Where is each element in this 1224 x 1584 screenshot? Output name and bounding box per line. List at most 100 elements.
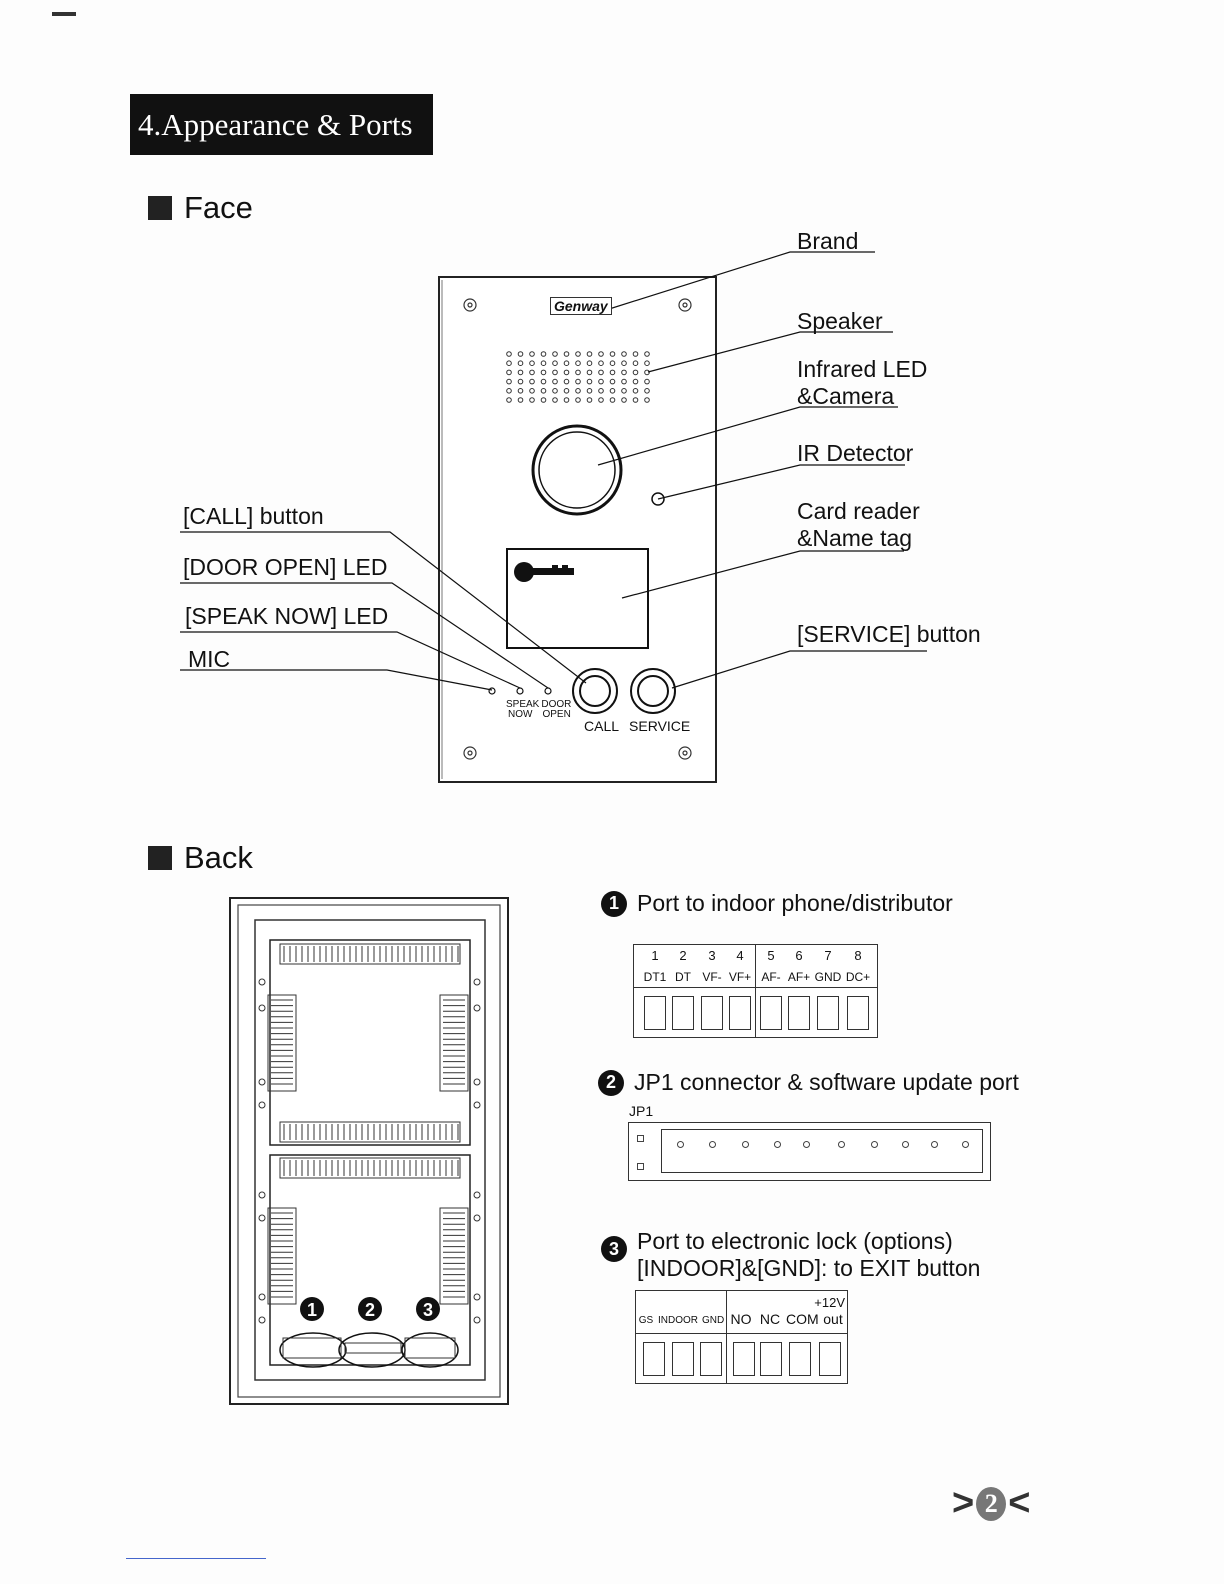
button-labels: CALL SERVICE (584, 718, 690, 734)
call-label: CALL (584, 718, 620, 734)
port1-pin-number: 3 (708, 948, 716, 963)
port1-terminal-slot (672, 996, 694, 1030)
jp1-pin (742, 1141, 749, 1148)
callout-brand: Brand (797, 228, 859, 254)
marker-3-icon (416, 1297, 440, 1321)
jp1-pin (931, 1141, 938, 1148)
marker-2-icon (358, 1297, 382, 1321)
port1-pin-name: DT (675, 970, 691, 984)
lower-board (269, 1154, 471, 1366)
port3-pin-name: NO (730, 1311, 752, 1327)
jp1-connector (628, 1122, 991, 1181)
brand-logo: Genway (550, 297, 612, 315)
port1-title: 1 Port to indoor phone/distributor (601, 890, 953, 917)
port3-pin-name: NC (759, 1311, 781, 1327)
callout-speak-now-led: [SPEAK NOW] LED (185, 603, 389, 629)
port3-terminal-slot (789, 1342, 811, 1376)
port1-pin-number: 4 (736, 948, 744, 963)
section-title: 4.Appearance & Ports (130, 94, 433, 155)
side-screw-icons (258, 978, 481, 1324)
port3-title: 3 Port to electronic lock (options) [IND… (601, 1228, 980, 1282)
key-icon (514, 562, 574, 582)
jp1-pin (838, 1141, 845, 1148)
jp1-pin (774, 1141, 781, 1148)
callout-service-button: [SERVICE] button (797, 621, 981, 647)
marker-2-label: 2 (365, 1300, 375, 1320)
port1-pin-name: VF- (702, 970, 722, 984)
port1-pin-number: 7 (824, 948, 832, 963)
callout-card-reader: Card reader &Name tag (797, 498, 920, 551)
marker-1-label: 1 (307, 1300, 317, 1320)
jp1-pin (677, 1141, 684, 1148)
port1-pin-number: 2 (679, 948, 687, 963)
port1-terminal-slot (788, 996, 810, 1030)
port3-terminal-slot (733, 1342, 755, 1376)
back-heading: Back (148, 840, 253, 876)
port3-terminal-slot (819, 1342, 841, 1376)
port1-pin-number: 6 (795, 948, 803, 963)
port3-highlight (401, 1332, 459, 1368)
jp1-pin (709, 1141, 716, 1148)
port1-pin-name: DC+ (845, 970, 871, 984)
scan-line (126, 1558, 266, 1559)
screw-icons (463, 298, 692, 760)
marker-1-icon (300, 1297, 324, 1321)
port3-pin-name: COM (786, 1311, 819, 1327)
chevron-right-icon: > (952, 1482, 975, 1524)
port1-terminal-slot (847, 996, 869, 1030)
port1-terminal-slot (644, 996, 666, 1030)
marker-3-label: 3 (423, 1300, 433, 1320)
page-number: 2 (976, 1486, 1007, 1521)
port1-pin-name: GND (814, 970, 842, 984)
page-number-badge: > 2 < (952, 1482, 1030, 1525)
jp1-pin (902, 1141, 909, 1148)
callout-call-button: [CALL] button (183, 503, 324, 529)
camera-icon (531, 424, 623, 516)
port1-terminal-slot (817, 996, 839, 1030)
port1-pin-number: 5 (767, 948, 775, 963)
plus-12v-label: +12V (814, 1295, 845, 1310)
port3-terminal-slot (643, 1342, 665, 1376)
port2-title: 2 JP1 connector & software update port (598, 1069, 1019, 1096)
port1-pin-number: 8 (854, 948, 862, 963)
chevron-left-icon: < (1008, 1482, 1031, 1524)
callout-door-open-led: [DOOR OPEN] LED (183, 554, 388, 580)
port3-terminal-slot (700, 1342, 722, 1376)
service-label: SERVICE (629, 718, 691, 734)
jp1-pin (871, 1141, 878, 1148)
jp1-pin (803, 1141, 810, 1148)
callout-ir-detector: IR Detector (797, 440, 914, 466)
callout-mic: MIC (188, 646, 231, 672)
port3-terminal-slot (760, 1342, 782, 1376)
port1-highlight (279, 1332, 347, 1368)
port1-pin-name: AF- (761, 970, 781, 984)
jp1-label: JP1 (629, 1103, 654, 1119)
port1-terminal-slot (729, 996, 751, 1030)
jp1-pin (962, 1141, 969, 1148)
scan-mark (52, 12, 76, 16)
port1-terminal-slot (760, 996, 782, 1030)
leader-lines (180, 251, 927, 691)
bullet-square-icon (148, 196, 172, 220)
port3-pin-name: GS (638, 1315, 654, 1326)
port3-pin-name: GND (702, 1315, 725, 1326)
port1-pin-name: DT1 (643, 970, 667, 984)
upper-board (269, 939, 471, 1146)
callout-speaker: Speaker (797, 308, 883, 334)
port1-pin-name: AF+ (787, 970, 811, 984)
bullet-square-icon (148, 846, 172, 870)
port1-terminal-slot (701, 996, 723, 1030)
port1-pin-number: 1 (651, 948, 659, 963)
port1-pin-name: VF+ (728, 970, 752, 984)
port3-pin-name: INDOOR (658, 1315, 698, 1326)
speaker-grille-icon (506, 351, 650, 403)
callout-infrared-led: Infrared LED &Camera (797, 356, 928, 409)
face-heading: Face (148, 190, 253, 226)
port3-terminal-slot (672, 1342, 694, 1376)
port3-pin-name: out (823, 1311, 843, 1327)
